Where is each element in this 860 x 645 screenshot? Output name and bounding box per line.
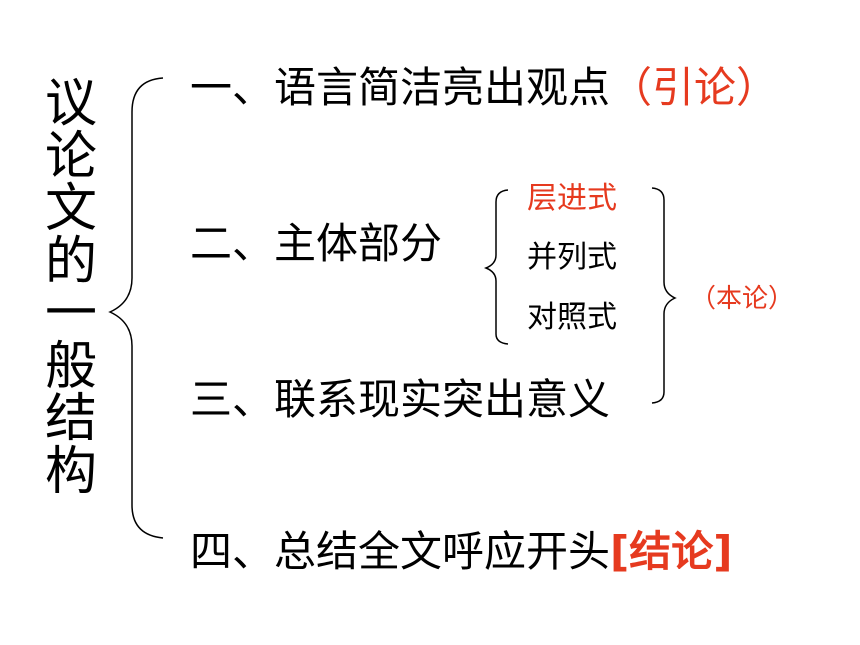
- body-note: （本论）: [690, 284, 795, 314]
- item-text: 一、语言简洁亮出观点: [190, 63, 611, 112]
- title-char: 构: [44, 441, 97, 502]
- item-introduction: 一、语言简洁亮出观点（引论）: [190, 64, 778, 112]
- right-brace: [651, 187, 677, 404]
- item-main-body: 二、主体部分: [190, 220, 442, 268]
- title-char: 结: [44, 389, 97, 449]
- item-text: 四、总结全文呼应开头: [190, 527, 611, 576]
- title-char: 论: [44, 126, 97, 187]
- item-note: [结论]: [610, 527, 733, 576]
- title-char: 的: [44, 231, 97, 292]
- title-char: 般: [44, 336, 97, 397]
- item-text: 二、主体部分: [190, 219, 443, 268]
- sub-brace: [483, 189, 509, 345]
- title-char: 一: [44, 284, 97, 344]
- title-char: 文: [44, 179, 97, 239]
- item-note: （引论）: [610, 63, 779, 112]
- item-reality-link: 三、联系现实突出意义: [190, 376, 610, 424]
- item-text: 三、联系现实突出意义: [190, 375, 611, 424]
- title-char: 议: [44, 74, 97, 134]
- sub-item-progressive: 层进式: [527, 181, 617, 216]
- sub-item-contrast: 对照式: [527, 300, 617, 335]
- item-conclusion: 四、总结全文呼应开头[结论]: [190, 528, 732, 576]
- main-brace: [108, 77, 164, 539]
- sub-item-parallel: 并列式: [527, 240, 617, 275]
- vertical-title: 议 论 文 的 一 般 结 构: [40, 78, 102, 498]
